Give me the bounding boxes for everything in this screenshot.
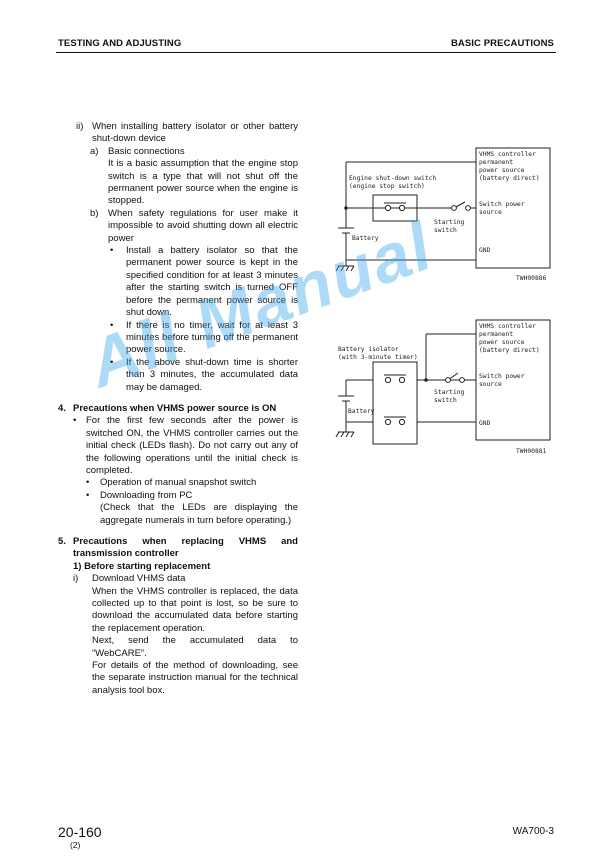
section-title: TESTING AND ADJUSTING — [58, 38, 182, 49]
bullet-text: If the above shut-down time is shorter t… — [126, 356, 298, 393]
battery-isolator-diagram: VHMS controller permanent power source (… — [335, 319, 551, 455]
starting-switch-label: Starting — [434, 219, 465, 226]
section-4-sub-1: • Operation of manual snapshot switch — [86, 477, 298, 489]
battery-label: Battery — [352, 235, 379, 242]
figure-code: TWH00886 — [516, 275, 547, 282]
gnd-label: GND — [479, 247, 491, 254]
bullet-marker: • — [86, 489, 90, 501]
section-5-title: Precautions when replacing VHMS and tran… — [73, 536, 298, 560]
item-a-marker: a) — [90, 145, 99, 157]
section-4-sub-1-text: Operation of manual snapshot switch — [100, 477, 257, 489]
starting-switch-label: switch — [434, 397, 457, 404]
engine-switch-label: Engine shut-down switch — [349, 175, 436, 182]
section-5-item-i: i) Download VHMS data — [73, 573, 298, 585]
item-b-marker: b) — [90, 207, 99, 219]
starting-switch-label: Starting — [434, 389, 465, 396]
model-code: WA700-3 — [512, 826, 554, 837]
section-5-para-2: Next, send the accumulated data to “WebC… — [92, 635, 298, 659]
section-5-heading: 5. Precautions when replacing VHMS and t… — [58, 536, 298, 561]
battery-label: Battery — [348, 408, 375, 415]
bullet-item: • If the above shut-down time is shorter… — [110, 357, 298, 394]
bullet-marker: • — [73, 415, 77, 427]
controller-label: power source — [479, 167, 525, 174]
item-b: b) When safety regulations for user make… — [90, 208, 298, 245]
section-5-number: 5. — [58, 536, 66, 547]
switch-power-label: source — [479, 381, 502, 388]
section-5-step-1: 1) Before starting replacement — [73, 560, 211, 572]
switch-power-label: source — [479, 209, 502, 216]
item-a-title: Basic connections — [108, 145, 185, 157]
bullet-marker: • — [110, 245, 114, 257]
controller-label: (battery direct) — [479, 175, 540, 182]
section-4-title: Precautions when VHMS power source is ON — [73, 402, 277, 414]
bullet-marker: • — [110, 319, 114, 331]
engine-switch-label: (engine stop switch) — [349, 183, 425, 190]
gnd-label: GND — [479, 420, 491, 427]
section-4-sub-2-text: Downloading from PC — [100, 489, 193, 501]
bullet-text: If there is no timer, wait for at least … — [126, 319, 298, 356]
controller-label: permanent — [479, 159, 513, 166]
isolator-box — [372, 361, 418, 445]
item-ii-text: When installing battery isolator or othe… — [92, 121, 298, 145]
item-ii-marker: ii) — [76, 121, 84, 132]
bullet-item: • Install a battery isolator so that the… — [110, 245, 298, 319]
section-5-para-1: When the VHMS controller is replaced, th… — [92, 585, 298, 634]
controller-label: (battery direct) — [479, 347, 540, 354]
section-5-item-i-marker: i) — [73, 573, 79, 585]
isolator-label: (with 3-minute timer) — [338, 354, 418, 361]
starting-switch-label: switch — [434, 227, 457, 234]
item-a: a) Basic connections It is a basic assum… — [90, 146, 298, 208]
page-revision: (2) — [70, 840, 81, 850]
item-a-body: It is a basic assumption that the engine… — [108, 158, 298, 207]
switch-power-label: Switch power — [479, 373, 525, 380]
item-b-text: When safety regulations for user make it… — [108, 207, 298, 244]
section-4-text: For the first few seconds after the powe… — [86, 415, 298, 476]
isolator-label: Battery isolator — [338, 346, 399, 353]
bullet-text: Install a battery isolator so that the p… — [126, 245, 298, 319]
controller-label: VHMS controller — [479, 323, 536, 330]
section-4-sub-2-note: (Check that the LEDs are displaying the … — [100, 502, 298, 526]
header-rule — [56, 52, 556, 53]
page-topic: BASIC PRECAUTIONS — [450, 38, 554, 49]
item-ii: ii) When installing battery isolator or … — [76, 121, 298, 146]
section-5-item-i-title: Download VHMS data — [92, 573, 186, 585]
section-4-body: • For the first few seconds after the po… — [73, 415, 298, 477]
text-column: ii) When installing battery isolator or … — [58, 121, 298, 697]
section-4-sub-2: • Downloading from PC (Check that the LE… — [86, 490, 298, 527]
figure-code: TWH00881 — [516, 448, 547, 455]
bullet-item: • If there is no timer, wait for at leas… — [110, 320, 298, 357]
page-number: 20-160 — [58, 824, 102, 840]
section-5-para-3: For details of the method of downloading… — [92, 660, 298, 696]
bullet-marker: • — [86, 477, 90, 489]
controller-label: VHMS controller — [479, 151, 536, 158]
controller-label: permanent — [479, 331, 513, 338]
section-4-number: 4. — [58, 402, 66, 414]
basic-connection-diagram: VHMS controller permanent power source (… — [335, 147, 551, 282]
switch-power-label: Switch power — [479, 201, 525, 208]
section-4-heading: 4. Precautions when VHMS power source is… — [58, 403, 298, 415]
controller-label: power source — [479, 339, 525, 346]
bullet-marker: • — [110, 356, 114, 368]
